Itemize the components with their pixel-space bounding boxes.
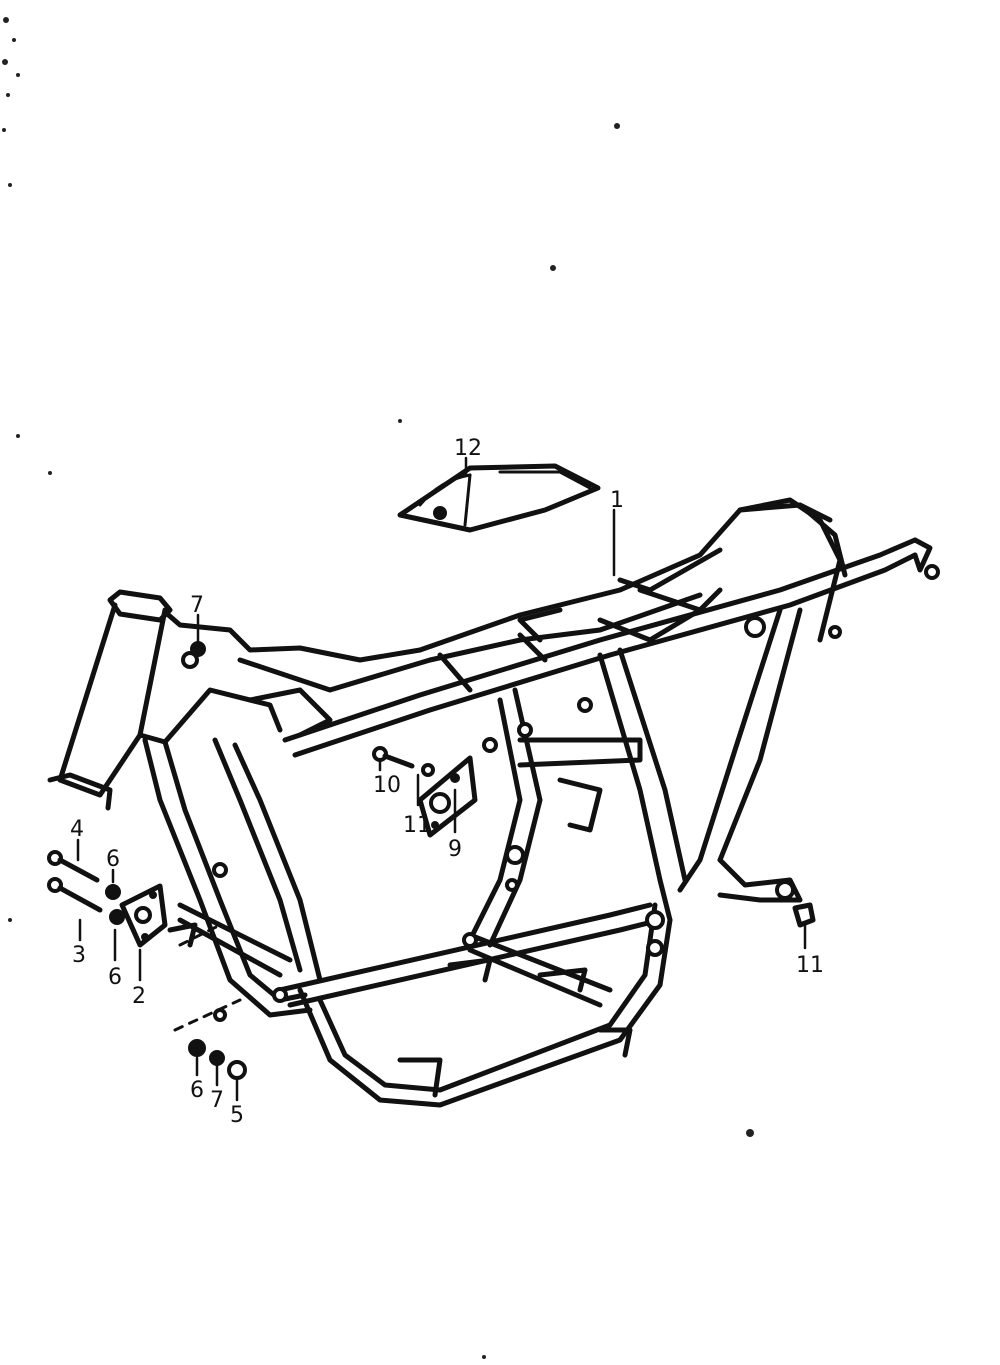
part-11-cap [792,902,816,928]
callout-4: 4 [70,817,84,842]
callout-11: 11 [796,953,824,978]
callout-12: 12 [454,436,482,461]
callout-1: 1 [610,488,624,513]
callout-6-bottom: 6 [190,1078,204,1103]
callout-3: 3 [72,943,86,968]
callout-9: 10 [373,773,401,798]
part-6-washers [105,884,206,1057]
callout-6-upper: 6 [106,847,120,872]
callout-7-bottom: 7 [210,1088,224,1113]
callout-10: 11 [403,813,431,838]
part-4-bolt [47,850,100,883]
frame-body [47,497,940,1108]
part-9-bolt [372,746,415,769]
part-5-nut [227,1060,247,1080]
callout-6-lower: 6 [108,965,122,990]
callout-8: 9 [448,837,462,862]
part-10-washer [421,763,435,777]
part-3-bolt [47,877,103,913]
scan-specks [2,17,754,1359]
part-2-engine-mount-plate [119,883,168,948]
callout-labels: 12 1 7 10 11 9 4 6 3 6 2 11 6 7 5 [70,436,824,1128]
part-8-engine-mount-plate [417,755,478,838]
leader-lines [76,456,807,1102]
callout-2: 2 [132,984,146,1009]
part-12-seat-pad [397,463,601,533]
callout-7-top: 7 [190,593,204,618]
callout-5: 5 [230,1103,244,1128]
